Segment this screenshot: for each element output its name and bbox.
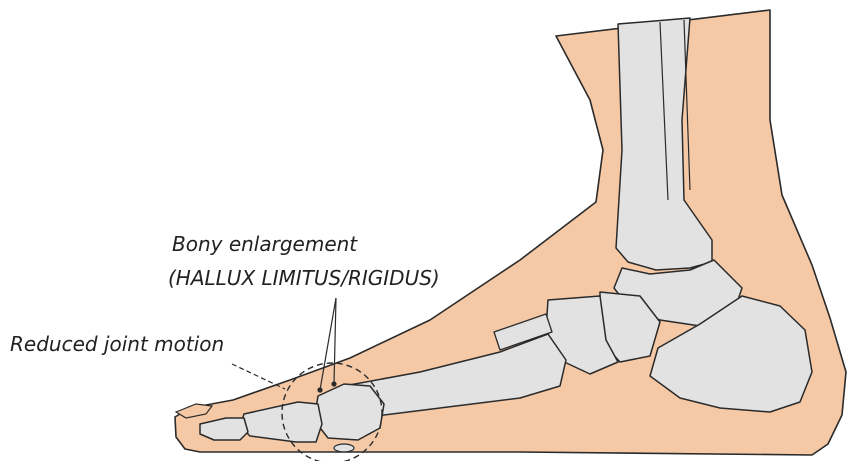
enlargement-point-2 [331,381,336,386]
reduced-motion-label: Reduced joint motion [10,334,224,354]
metatarsal-head-bone [314,384,384,440]
condition-label: (HALLUX LIMITUS/RIGIDUS) [168,268,440,288]
sesamoid-bone [334,444,354,452]
motion-leader-line [232,364,285,389]
enlargement-point-1 [317,387,322,392]
bony-enlargement-label: Bony enlargement [172,234,357,254]
